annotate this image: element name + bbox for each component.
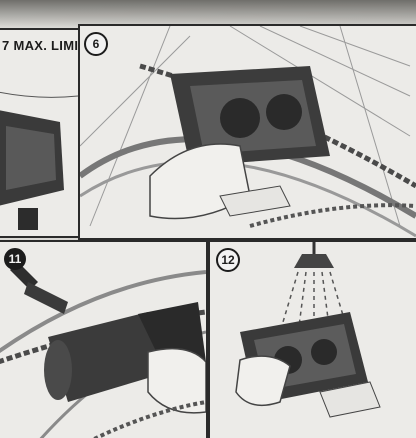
panel-step-12: 12: [208, 240, 416, 438]
step-12-illustration: [235, 242, 381, 418]
panel-step-11: 11: [0, 240, 208, 438]
step-12-badge: 12: [216, 248, 240, 272]
step-6-illustration: [80, 26, 416, 238]
max-limit-label: 7 MAX. LIMIT: [2, 38, 87, 53]
chain-cleaner-partial-illustration: [0, 91, 79, 230]
step-11-badge: 11: [4, 248, 26, 270]
panel-step-6: 6: [78, 24, 416, 240]
step-11-illustration: [0, 262, 206, 438]
step-6-badge: 6: [84, 32, 108, 56]
panel-step-7: [0, 28, 82, 238]
